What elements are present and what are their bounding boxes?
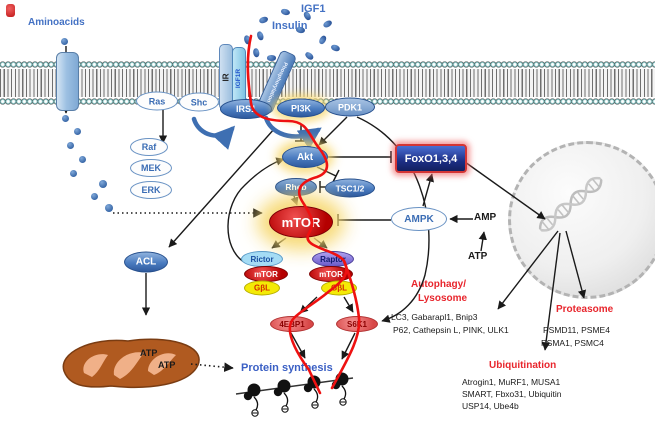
irs1-label: IRS1 <box>235 104 256 114</box>
akt-label: Akt <box>296 151 314 163</box>
node-4ebp1: 4EBP1 <box>270 316 314 332</box>
ubiquitination-title: Ubiquitination <box>489 360 557 371</box>
ras-label: Ras <box>148 96 166 106</box>
pi3k-label: PI3K <box>290 103 311 113</box>
atp-label: ATP <box>468 251 488 262</box>
membrane-lipid-heads-top <box>0 60 655 69</box>
node-mek: MEK <box>130 159 172 177</box>
node-ampk: AMPK <box>391 207 447 231</box>
corner-red-marker-icon <box>6 4 15 17</box>
atp-mito-label-2: ATP <box>158 360 176 370</box>
proteasome-title: Proteasome <box>556 304 614 315</box>
aminoacid-dot <box>61 38 68 45</box>
aminoacids-label: Aminoacids <box>28 17 85 28</box>
erk-label: ERK <box>141 185 161 195</box>
s6k1-label: S6K1 <box>346 319 367 329</box>
ampk-label: AMPK <box>404 213 434 225</box>
ligand-dot <box>267 55 276 61</box>
autophagy-genes-1: LC3, Gabarapl1, Bnip3 <box>391 312 478 322</box>
mek-label: MEK <box>141 163 161 173</box>
autophagy-title-1: Autophagy/ <box>411 279 466 290</box>
gbl-left-label: GβL <box>254 283 270 293</box>
node-shc: Shc <box>179 92 219 112</box>
aminoacid-dot <box>62 115 69 122</box>
proteasome-genes-2: PSMA1, PSMC4 <box>541 338 604 348</box>
node-pdk1: PDK1 <box>325 97 375 117</box>
atp-mito-label-1: ATP <box>140 348 158 358</box>
raf-label: Raf <box>141 142 157 152</box>
aminoacid-dot <box>99 180 107 188</box>
node-foxo134: FoxO1,3,4 <box>395 144 467 173</box>
nucleus <box>508 141 655 299</box>
node-ras: Ras <box>136 91 178 111</box>
rictor-label: Rictor <box>250 254 274 264</box>
membrane-lipid-tails <box>0 69 655 97</box>
mitochondria-icon <box>56 333 206 391</box>
foxo-label: FoxO1,3,4 <box>404 152 458 165</box>
ebp1-label: 4EBP1 <box>279 319 305 329</box>
shc-label: Shc <box>190 97 208 107</box>
node-pi3k: PI3K <box>277 98 325 118</box>
aminoacid-dot <box>67 142 74 149</box>
complex-gbl-left: GβL <box>244 280 280 296</box>
autophagy-title-2: Lysosome <box>418 293 468 304</box>
dna-icon <box>532 169 609 239</box>
node-s6k1: S6K1 <box>336 316 378 332</box>
rheb-label: Rheb <box>285 182 307 192</box>
proteasome-genes-1: PSMD11, PSME4 <box>543 325 610 335</box>
pdk1-label: PDK1 <box>337 102 362 112</box>
ubiquitination-genes-3: USP14, Ube4b <box>462 401 519 411</box>
aminoacid-dot <box>79 156 86 163</box>
ubiquitination-genes-2: SMART, Fbxo31, Ubiquitin <box>462 389 562 399</box>
ubiquitination-genes-1: Atrogin1, MuRF1, MUSA1 <box>462 377 561 387</box>
node-erk: ERK <box>130 181 172 199</box>
aminoacid-dot <box>70 170 77 177</box>
acl-label: ACL <box>135 256 157 268</box>
raptor-label: Raptor <box>320 254 346 264</box>
amp-label: AMP <box>474 212 497 223</box>
aminoacid-dot <box>91 193 98 200</box>
mtorc2-mtor-label: mTOR <box>254 269 278 279</box>
node-acl: ACL <box>124 251 168 273</box>
autophagy-genes-2: P62, Cathepsin L, PINK, ULK1 <box>393 325 509 335</box>
gbl-right-label: GβL <box>331 283 347 293</box>
tsc12-label: TSC1/2 <box>335 183 365 193</box>
aminoacid-dot <box>74 128 81 135</box>
node-raf: Raf <box>130 138 168 156</box>
aminoacid-dot <box>105 204 113 212</box>
mtorc1-mtor-label: mTOR <box>319 269 343 279</box>
node-tsc12: TSC1/2 <box>325 178 375 198</box>
